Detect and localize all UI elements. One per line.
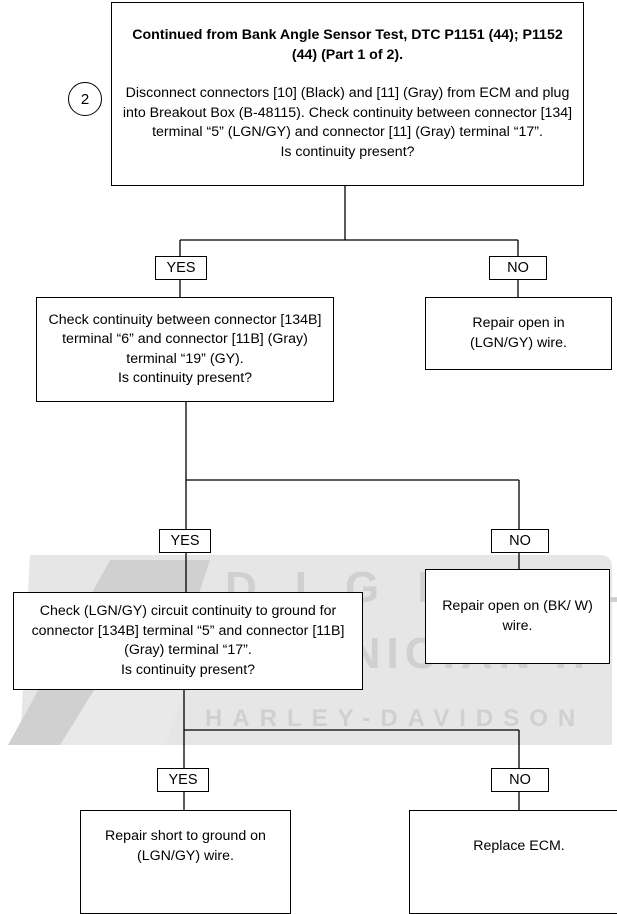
no-label-1: NO: [489, 256, 547, 280]
check-3-question: Is continuity present?: [120, 661, 256, 678]
watermark-bottom: HARLEY-DAVIDSON: [205, 705, 585, 732]
check-2-box: Check continuity between connector [134B…: [36, 297, 334, 402]
result-repair-open-bk-w-text: Repair open on (BK/ W) wire.: [442, 598, 593, 634]
check-3-text: Check (LGN/GY) circuit continuity to gro…: [31, 603, 345, 658]
start-step-box: Continued from Bank Angle Sensor Test, D…: [111, 2, 584, 186]
start-question: Is continuity present?: [280, 143, 415, 160]
result-repair-open-lgn-gy-text: Repair open in (LGN/GY) wire.: [470, 315, 567, 351]
check-2-text: Check continuity between connector [134B…: [48, 311, 322, 367]
start-title: Continued from Bank Angle Sensor Test, D…: [132, 27, 563, 63]
step-number-badge: 2: [68, 82, 102, 116]
no-label-3: NO: [491, 768, 549, 792]
result-repair-open-lgn-gy: Repair open in (LGN/GY) wire.: [425, 297, 612, 370]
check-3-box: Check (LGN/GY) circuit continuity to gro…: [13, 592, 363, 690]
check-2-question: Is continuity present?: [117, 370, 253, 386]
result-repair-short-text: Repair short to ground on (LGN/GY) wire.: [105, 828, 266, 864]
result-repair-short: Repair short to ground on (LGN/GY) wire.: [80, 810, 291, 914]
result-repair-open-bk-w: Repair open on (BK/ W) wire.: [425, 569, 610, 664]
result-replace-ecm-text: Replace ECM.: [473, 838, 565, 854]
result-replace-ecm: Replace ECM.: [409, 810, 617, 914]
yes-label-1: YES: [155, 256, 207, 280]
start-instructions: Disconnect connectors [10] (Black) and […: [122, 85, 573, 140]
no-label-2: NO: [491, 529, 549, 553]
yes-label-3: YES: [157, 768, 209, 792]
yes-label-2: YES: [159, 529, 211, 553]
